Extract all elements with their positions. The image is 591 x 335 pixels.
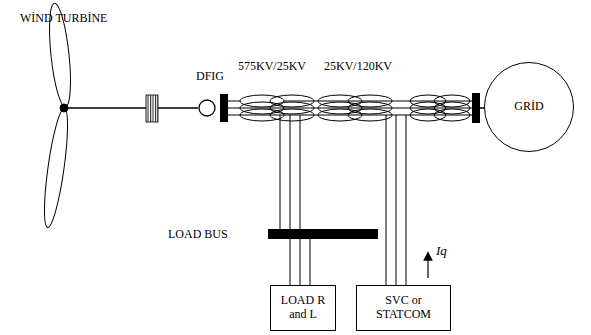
bus-label: LOAD BUS: [168, 228, 228, 241]
turbine-blades: [40, 2, 75, 228]
grid-terminal: [472, 93, 480, 123]
node-text: LOAD R and L: [279, 294, 327, 322]
grid-circle: GRİD: [484, 62, 574, 152]
load-bus-bar: [268, 229, 378, 239]
gearbox: [146, 95, 158, 122]
compensator-box: SVC or STATCOM: [356, 285, 451, 331]
shaft: [64, 107, 198, 109]
node-text: SVC or STATCOM: [375, 294, 432, 322]
transformer-1: [240, 95, 314, 121]
node-text: GRİD: [514, 100, 543, 114]
generator-label: DFIG: [196, 70, 224, 83]
transformer-2: [318, 95, 392, 121]
current-label: Iq: [436, 244, 447, 258]
transformer-label: 25KV/120KV: [324, 60, 392, 73]
transformer-3: [410, 95, 470, 121]
phase-lines: [228, 101, 472, 285]
generator-terminal: [220, 94, 228, 122]
load-box: LOAD R and L: [270, 285, 336, 331]
dfig-symbol: [199, 100, 215, 116]
turbine-label: WİND TURBİNE: [20, 12, 107, 25]
current-arrow: [427, 256, 428, 278]
transformer-label: 575KV/25KV: [238, 60, 306, 73]
